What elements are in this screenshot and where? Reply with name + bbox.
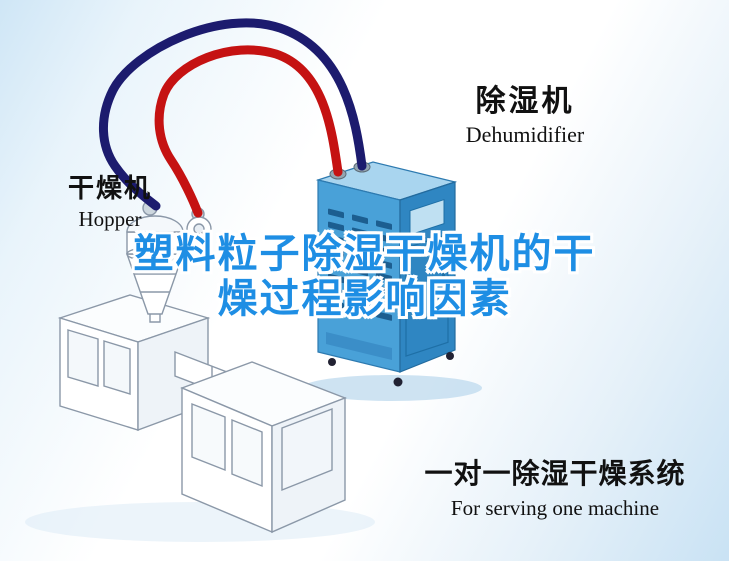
hopper-label: 干燥机 Hopper — [50, 168, 170, 232]
hopper-label-cn: 干燥机 — [67, 173, 152, 203]
system-caption: 一对一除湿干燥系统 For serving one machine — [415, 452, 695, 521]
page-title: 塑料粒子除湿干燥机的干 燥过程影响因素 — [30, 232, 699, 322]
hose-red — [154, 45, 343, 218]
dehumidifier-vents — [326, 208, 392, 361]
page-title-line2: 燥过程影响因素 — [217, 276, 512, 321]
dehumidifier-label-en: Dehumidifier — [465, 122, 585, 147]
dehumidifier-unit — [315, 161, 458, 387]
door-handle — [442, 257, 445, 287]
machine-left-box — [57, 294, 211, 432]
page-title-line1: 塑料粒子除湿干燥机的干 — [133, 232, 596, 276]
hopper-label-en: Hopper — [78, 207, 142, 231]
dehumidifier-casters — [328, 352, 454, 387]
injection-molding-machine — [57, 200, 347, 534]
dehumidifier-door — [405, 198, 449, 357]
dehumidifier-shadow — [302, 375, 482, 401]
machine-clamp-box — [180, 361, 347, 534]
dehumidifier-label-cn: 除湿机 — [475, 85, 575, 118]
hopper-dryer — [126, 200, 212, 323]
hose-blue — [99, 18, 367, 211]
dehumidifier-label: 除湿机 Dehumidifier — [450, 76, 600, 148]
system-caption-cn: 一对一除湿干燥系统 — [424, 458, 686, 489]
system-caption-en: For serving one machine — [450, 496, 660, 520]
